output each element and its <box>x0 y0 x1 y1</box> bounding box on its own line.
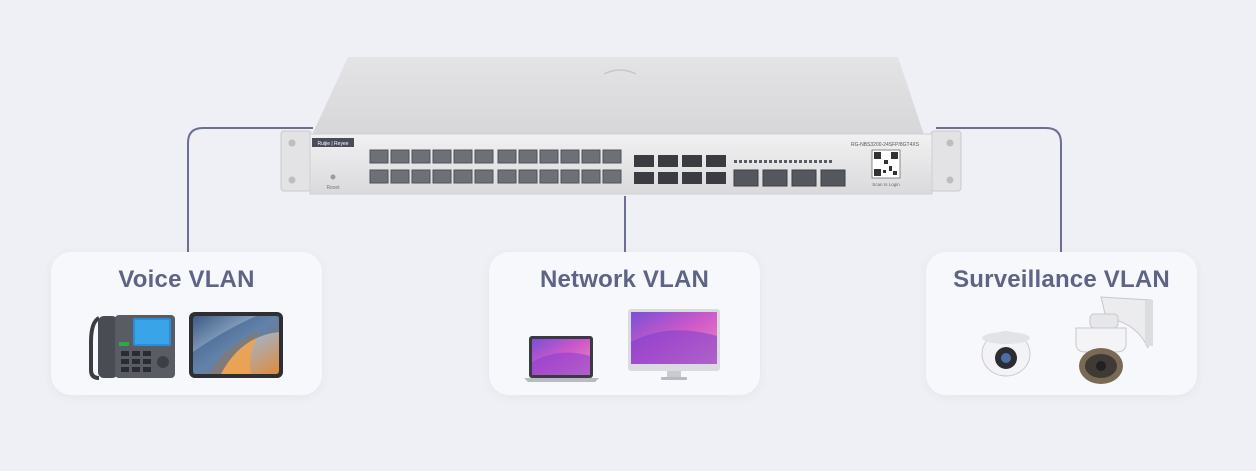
sfp-plus-port <box>762 169 788 187</box>
network-vlan-title: Network VLAN <box>539 266 710 293</box>
status-led <box>769 160 772 163</box>
rack-ear-left <box>280 130 312 192</box>
qr-caption: Scan to Login <box>872 182 900 187</box>
qr-code <box>871 149 901 179</box>
sfp-port <box>432 169 452 184</box>
voice-connector <box>187 127 313 252</box>
sfp-port <box>369 169 389 184</box>
status-led <box>794 160 797 163</box>
rj45-port <box>706 172 726 184</box>
status-led <box>749 160 752 163</box>
tablet-icon <box>189 312 283 378</box>
rj45-port <box>634 172 654 184</box>
connector-lines <box>187 127 1062 252</box>
status-led <box>804 160 807 163</box>
status-led <box>759 160 762 163</box>
status-led <box>764 160 767 163</box>
status-led <box>829 160 832 163</box>
switch-top-panel <box>312 57 924 135</box>
network-vlan-card: Network VLAN <box>489 252 760 395</box>
sfp-port <box>581 149 601 164</box>
sfp-port <box>497 149 517 164</box>
status-led <box>784 160 787 163</box>
brand-badge <box>312 138 354 147</box>
sfp-port <box>518 169 538 184</box>
status-led <box>774 160 777 163</box>
status-led <box>754 160 757 163</box>
rj45-port <box>682 155 702 167</box>
sfp-plus-port <box>791 169 817 187</box>
port-bank <box>369 149 846 187</box>
sfp-port <box>432 149 452 164</box>
sfp-port <box>539 149 559 164</box>
sfp-port <box>369 149 389 164</box>
rj45-port <box>658 155 678 167</box>
sfp-port <box>390 149 410 164</box>
status-led <box>734 160 737 163</box>
sfp-port <box>474 169 494 184</box>
dome-camera-icon <box>981 331 1031 377</box>
sfp-port <box>453 149 473 164</box>
sfp-port <box>560 149 580 164</box>
sfp-port <box>474 149 494 164</box>
surveillance-vlan-title: Surveillance VLAN <box>953 266 1170 293</box>
status-led <box>814 160 817 163</box>
ptz-camera-icon <box>1075 296 1153 384</box>
rj45-port <box>682 172 702 184</box>
network-switch: Ruijie | Reyee Reset RG-NBS3200-24SFP/8G… <box>280 57 962 195</box>
sfp-port <box>411 169 431 184</box>
sfp-port <box>602 149 622 164</box>
sfp-port <box>411 149 431 164</box>
sfp-port <box>453 169 473 184</box>
desktop-monitor-icon <box>628 309 720 380</box>
reset-button[interactable] <box>330 174 336 180</box>
ip-phone-icon <box>89 315 175 380</box>
sfp-plus-port <box>733 169 759 187</box>
status-led <box>744 160 747 163</box>
voice-vlan-card: Voice VLAN <box>51 252 322 395</box>
switch-brand: Ruijie | Reyee <box>317 141 348 147</box>
sfp-port <box>602 169 622 184</box>
status-led <box>819 160 822 163</box>
rack-ear-right <box>930 130 962 192</box>
sfp-port <box>560 169 580 184</box>
status-led <box>824 160 827 163</box>
surveillance-vlan-card: Surveillance VLAN <box>926 252 1197 395</box>
rj45-port <box>658 172 678 184</box>
voice-vlan-title: Voice VLAN <box>118 266 255 293</box>
rj45-port <box>634 155 654 167</box>
laptop-icon <box>524 336 599 382</box>
sfp-port <box>390 169 410 184</box>
sfp-port <box>581 169 601 184</box>
rj45-port <box>706 155 726 167</box>
sfp-port <box>518 149 538 164</box>
status-led <box>739 160 742 163</box>
sfp-port <box>497 169 517 184</box>
model-label: RG-NBS3200-24SFP/8GT4XS <box>851 142 920 148</box>
reset-label: Reset <box>326 185 340 191</box>
surveillance-connector <box>936 127 1062 252</box>
status-led <box>779 160 782 163</box>
status-led <box>809 160 812 163</box>
sfp-port <box>539 169 559 184</box>
status-led <box>799 160 802 163</box>
status-led <box>789 160 792 163</box>
sfp-plus-port <box>820 169 846 187</box>
